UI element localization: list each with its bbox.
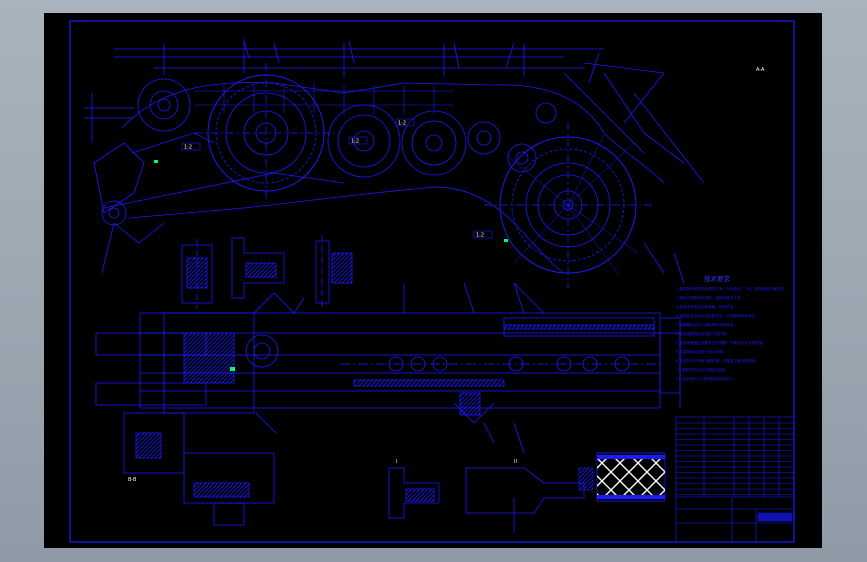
section-b-label: B-B (128, 477, 137, 483)
callout-label-3: 1:2 (398, 121, 406, 127)
view-callouts: 1:2 1:2 1:2 1:2 (181, 118, 493, 239)
notes-heading: 技术要求 (704, 274, 731, 283)
section-a-label: A-A (756, 67, 765, 73)
cad-viewport[interactable]: 1:2 1:2 1:2 1:2 (44, 13, 822, 548)
cad-drawing-canvas[interactable]: 1:2 1:2 1:2 1:2 (44, 13, 822, 548)
detail-view-labels: I II (396, 459, 517, 465)
detail-ii-label: II (514, 459, 517, 465)
highlight-marks (154, 160, 508, 371)
note-line: 3.各轴承处应加注润滑脂，转动灵活。 (676, 304, 737, 309)
section-view (95, 282, 681, 526)
note-line: 1.装配前所有零件应清洗干净，去除毛刺、飞边、锈蚀和油污等杂质。 (676, 286, 787, 291)
note-line: 5.减速器内应注入规定牌号的润滑油。 (676, 322, 737, 327)
detail-i-label: I (396, 459, 397, 465)
section-labels: A-A B-B (128, 67, 765, 483)
note-line: 10.装配完毕后进行空载试运转。 (676, 367, 728, 372)
chain-link-detail (578, 452, 666, 502)
drawing-frame (69, 20, 795, 543)
note-line: 6.各连接螺栓应按规定力矩拧紧。 (676, 331, 730, 336)
detail-views (388, 467, 585, 533)
title-block (675, 416, 795, 543)
note-line: 9.各密封处不得有渗漏现象，外露加工面涂防锈油。 (676, 358, 759, 363)
technical-notes: 技术要求 1.装配前所有零件应清洗干净，去除毛刺、飞边、锈蚀和油污等杂质。 2.链… (676, 274, 787, 381)
note-line: 2.链轮与链条啮合良好，运转平稳无卡滞。 (676, 295, 744, 300)
callout-label-1: 1:2 (184, 145, 192, 151)
callout-label-2: 1:2 (351, 139, 359, 145)
chain-assembly-view (84, 39, 705, 314)
note-line: 8.机架焊接后应进行退火处理。 (676, 349, 726, 354)
detail-parts (181, 235, 353, 309)
callout-label-4: 1:2 (476, 233, 484, 239)
note-line: 4.装配后各运动件应运转灵活，无异常噪声和冲击。 (676, 313, 759, 318)
note-line: 11.未注明尺寸公差按相关标准执行。 (676, 376, 736, 381)
note-line: 7.链条张紧度应按要求进行调整，下垂量不大于规定值。 (676, 340, 766, 345)
